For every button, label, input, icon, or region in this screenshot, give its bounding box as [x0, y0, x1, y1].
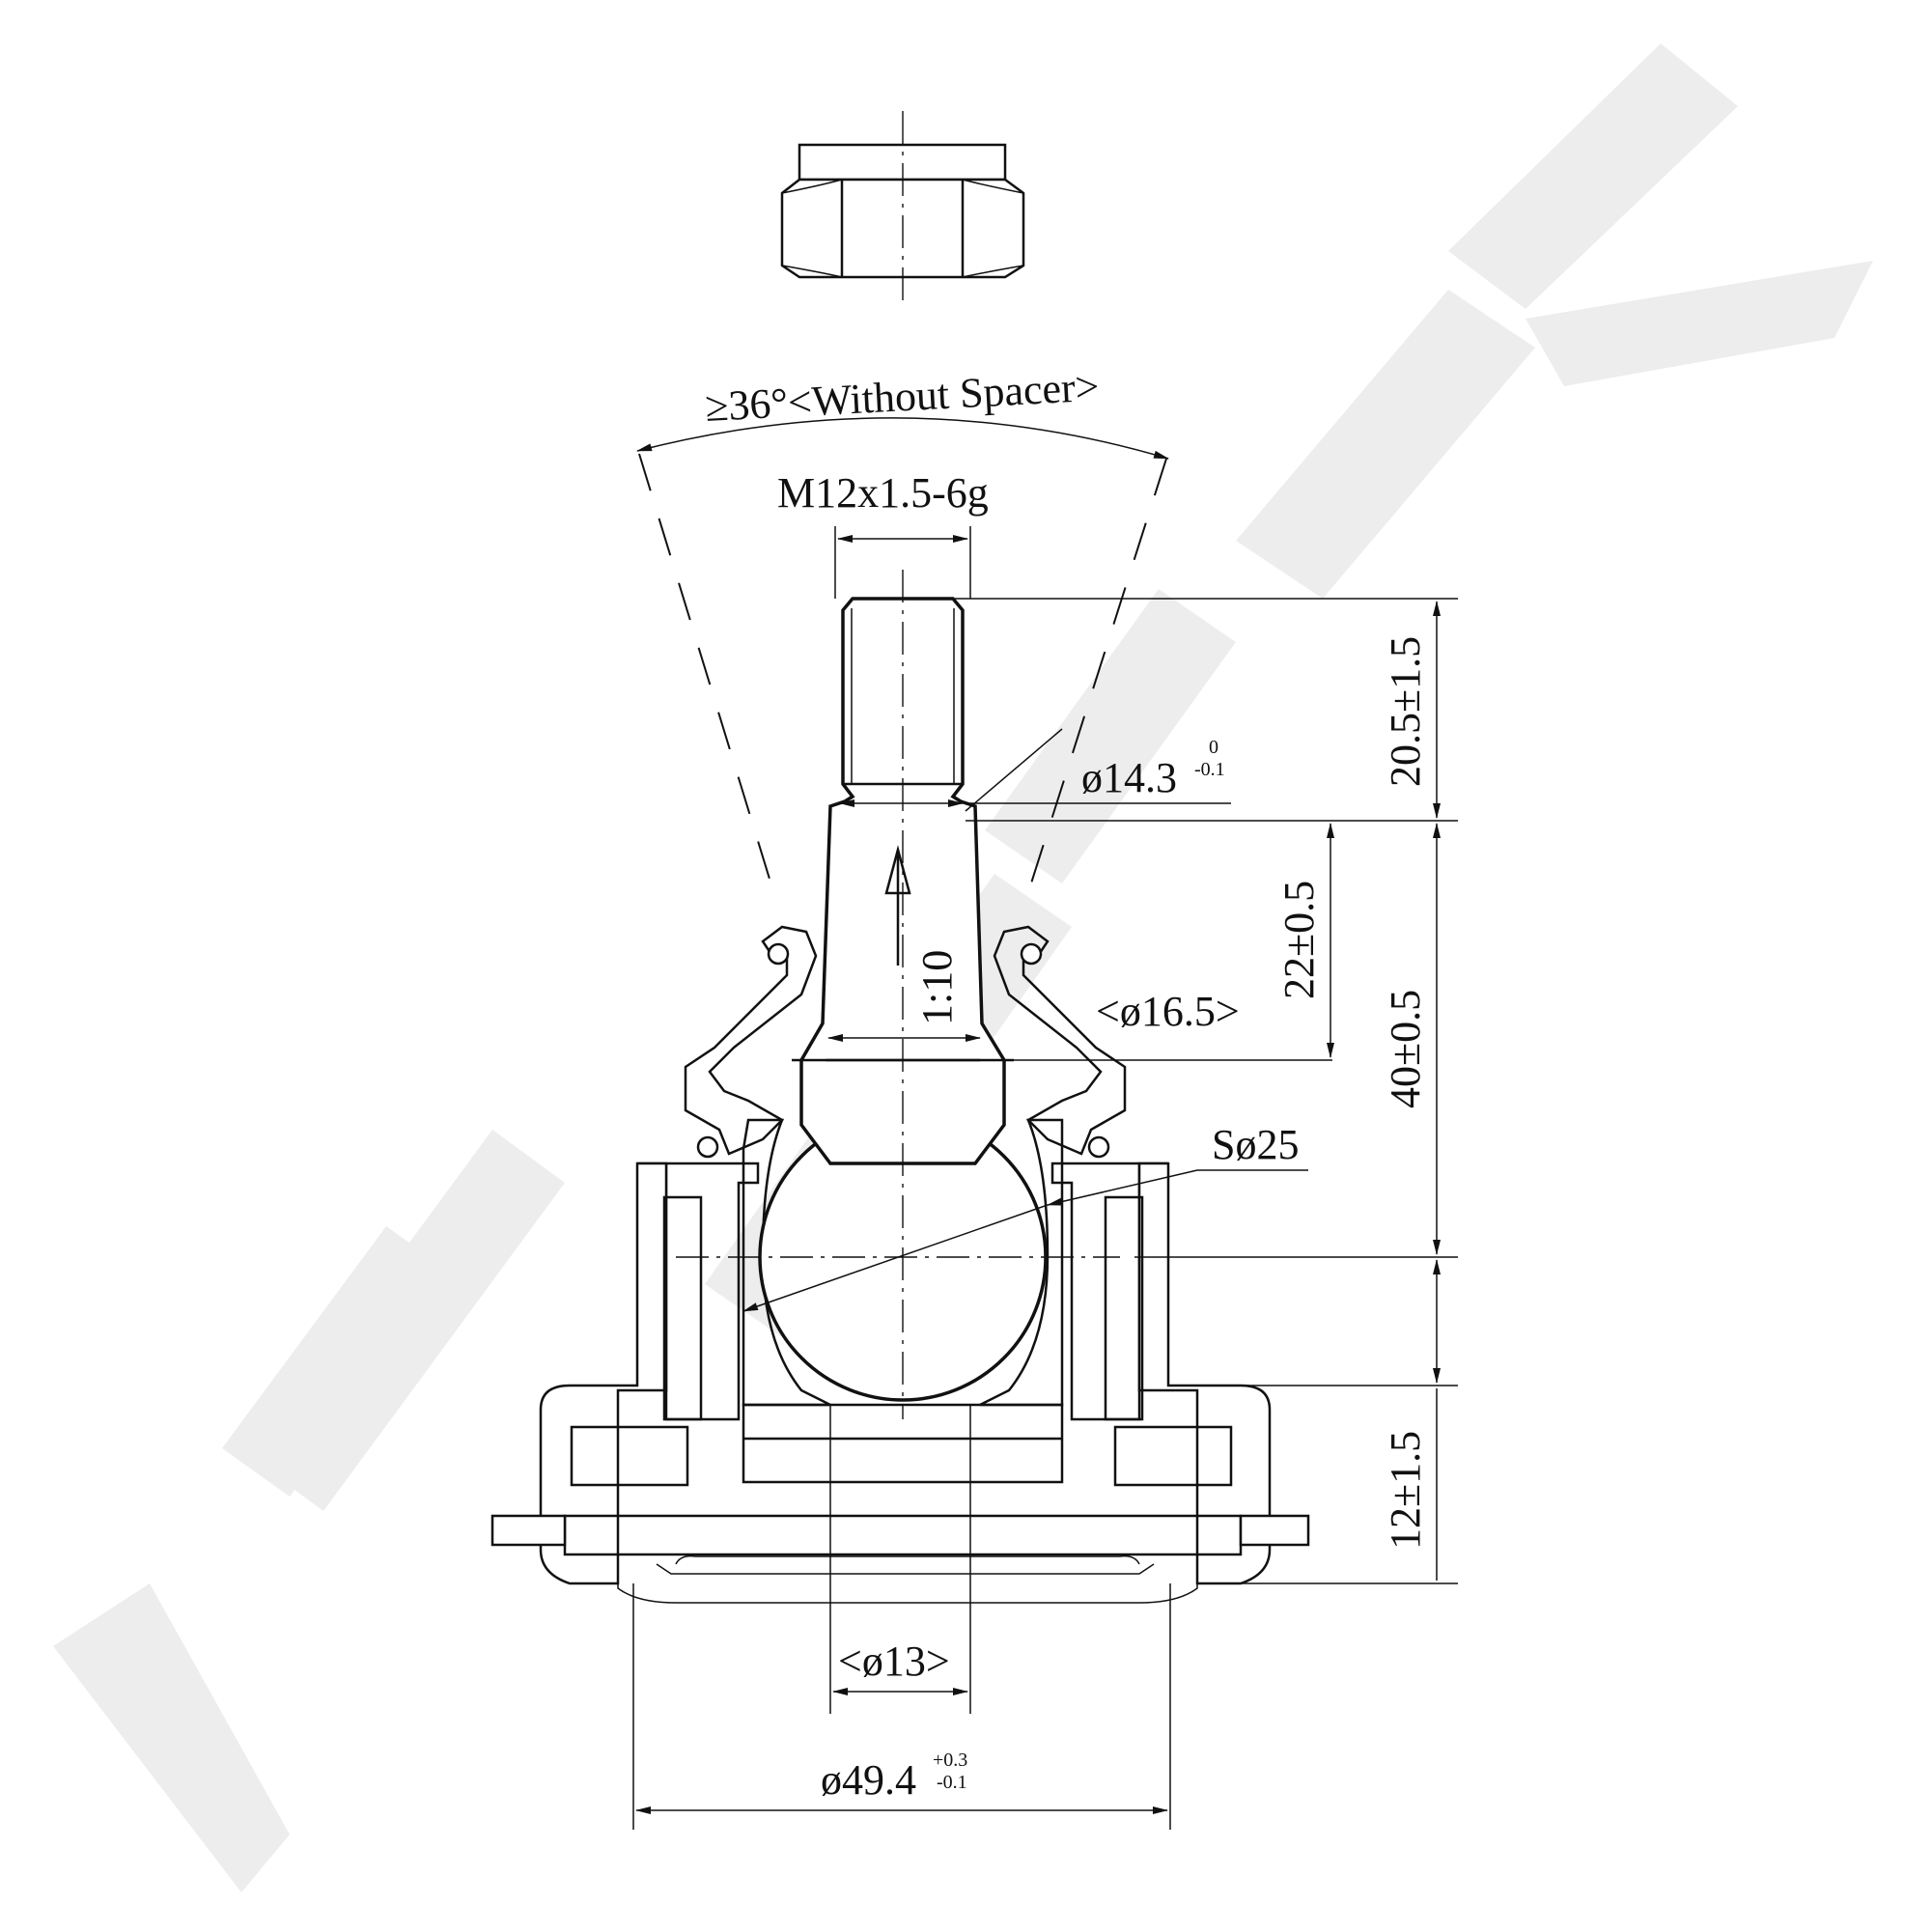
housing: [490, 1162, 1310, 1604]
housing-dia-dimension: ø49.4 +0.3 -0.1: [632, 1583, 1171, 1830]
neck-dia-dimension: <ø16.5>: [827, 988, 1332, 1061]
taper-dia-tol-upper: 0: [1209, 737, 1218, 758]
flange-label: 12±1.5: [1382, 1431, 1429, 1550]
thread-dimension: M12x1.5-6g: [777, 469, 989, 599]
taper-dia-dimension: ø14.3 0 -0.1: [839, 728, 1231, 812]
taper-dia-label: ø14.3: [1081, 754, 1177, 801]
vertical-dimensions: 20.5±1.5 22±0.5 40±0.5 12±1.5: [953, 598, 1458, 1584]
taper-ratio-label: 1:10: [913, 950, 961, 1025]
angle-label: ≥36°<Without Spacer>: [704, 363, 1101, 431]
ball-dimension: Sø25: [742, 1121, 1308, 1312]
nut: [780, 111, 1025, 304]
housing-dia-tol-lower: -0.1: [937, 1772, 967, 1793]
housing-dia-label: ø49.4: [821, 1756, 916, 1804]
height-label: 40±0.5: [1382, 990, 1429, 1108]
thread-label: M12x1.5-6g: [777, 469, 989, 517]
taper-dia-tol-lower: -0.1: [1194, 759, 1225, 780]
housing-dia-tol-upper: +0.3: [933, 1750, 967, 1771]
stud-len-label: 20.5±1.5: [1382, 636, 1429, 787]
bottom-dia-dimension: <ø13>: [829, 1405, 971, 1714]
taper-len-label: 22±0.5: [1275, 881, 1323, 999]
bottom-dia-label: <ø13>: [838, 1638, 950, 1685]
neck-dia-label: <ø16.5>: [1096, 988, 1240, 1035]
dust-boot: [684, 925, 1127, 1159]
ball-label: Sø25: [1212, 1121, 1299, 1168]
